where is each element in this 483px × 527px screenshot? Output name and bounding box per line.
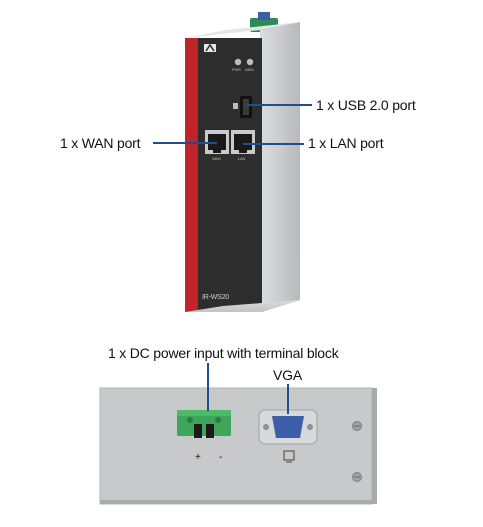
vga-callout: VGA xyxy=(273,367,302,383)
dc-terminal-block xyxy=(177,410,231,438)
wan-callout: 1 x WAN port xyxy=(60,135,141,151)
model-label: IR-WS20 xyxy=(202,294,229,301)
monitor-icon xyxy=(283,450,295,461)
status-leds xyxy=(234,58,254,66)
wan-leader-line xyxy=(153,142,217,144)
port-label-lan: LAN xyxy=(238,156,246,161)
usb-port xyxy=(233,96,252,118)
led-label-wan: WAN xyxy=(245,67,254,72)
usb-leader-line xyxy=(246,104,312,106)
dc-power-callout: 1 x DC power input with terminal block xyxy=(108,345,339,361)
screw-icon xyxy=(352,472,362,482)
device-side-panel xyxy=(260,22,300,312)
brand-logo xyxy=(204,43,216,52)
lan-callout: 1 x LAN port xyxy=(308,135,384,151)
lan-port xyxy=(231,130,255,154)
usb-callout: 1 x USB 2.0 port xyxy=(316,97,416,113)
terminal-minus-label: - xyxy=(219,452,223,463)
device-rear-body xyxy=(99,387,373,505)
lan-leader-line xyxy=(243,143,304,145)
terminal-plus-label: + xyxy=(195,452,201,463)
device-bottom-face xyxy=(185,300,300,312)
screw-icon xyxy=(352,421,362,431)
vga-connector xyxy=(258,409,318,445)
led-label-pwr: PWR xyxy=(232,67,241,72)
vga-leader-line xyxy=(287,384,289,414)
dc-leader-line xyxy=(207,363,209,411)
device-red-stripe xyxy=(185,38,198,312)
device-top-face xyxy=(185,22,300,38)
port-label-wan: WAN xyxy=(212,156,221,161)
